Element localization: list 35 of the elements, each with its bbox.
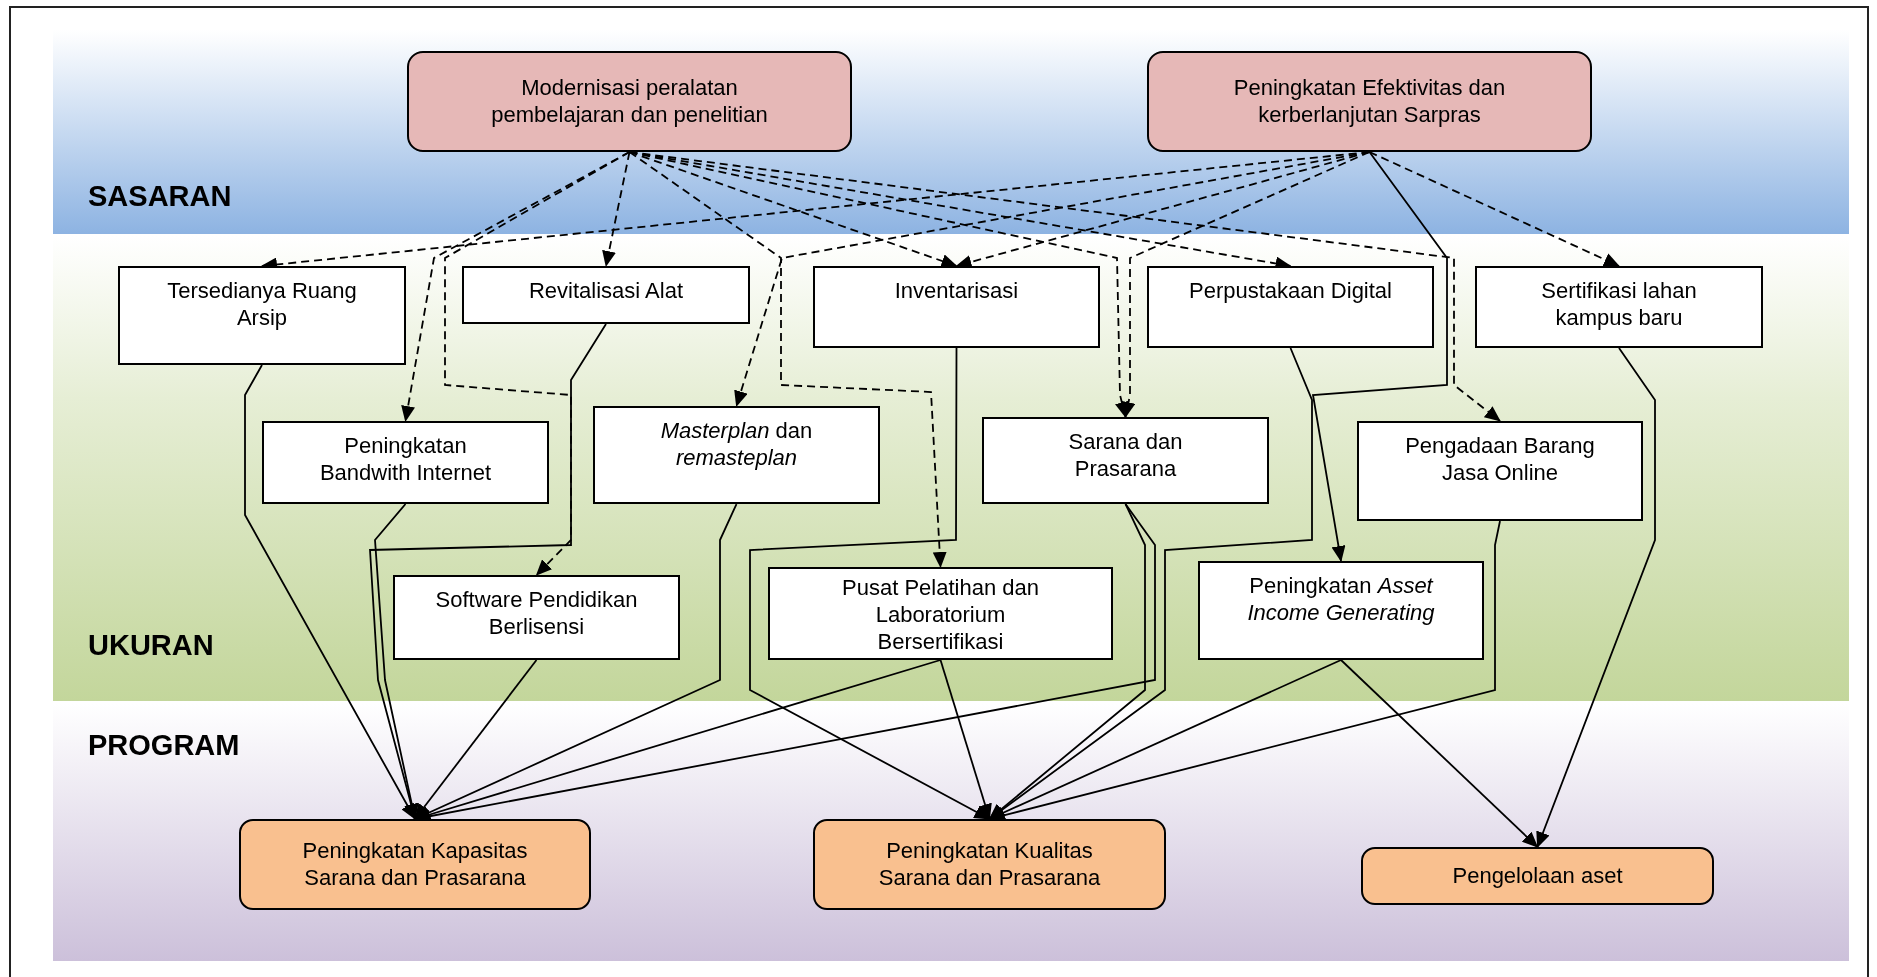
arrow: [244, 364, 416, 820]
arrow: [1311, 151, 1448, 562]
arrow: [749, 347, 991, 820]
indicator-box: Revitalisasi Alat: [462, 266, 750, 324]
arrow: [939, 659, 992, 820]
indicator-box: Inventarisasi: [813, 266, 1100, 348]
goal-box: Peningkatan Efektivitas dan kerberlanjutan Sarpras: [1147, 51, 1592, 152]
indicator-box: Pengadaan Barang Jasa Online: [1357, 421, 1643, 521]
program-box: Peningkatan Kapasitas Sarana dan Prasarana: [239, 819, 591, 910]
arrow: [628, 151, 958, 268]
indicator-box: Peningkatan Bandwith Internet: [262, 421, 549, 504]
indicator-box: Sertifikasi lahan kampus baru: [1475, 266, 1763, 348]
arrow: [414, 659, 538, 820]
program-box: Pengelolaan aset: [1361, 847, 1714, 905]
arrow: [369, 323, 607, 820]
arrow: [602, 151, 631, 267]
arrow: [628, 151, 947, 568]
arrow: [1536, 347, 1656, 848]
section-label: PROGRAM: [88, 729, 240, 762]
arrow: [444, 151, 631, 576]
indicator-box: Pusat Pelatihan dan Laboratorium Bersertifikasi: [768, 567, 1113, 660]
arrow: [988, 347, 1313, 820]
arrow: [1121, 151, 1371, 418]
indicator-box: Sarana dan Prasarana: [982, 417, 1269, 504]
indicator-box: Masterplan dan remasteplan: [593, 406, 880, 504]
section-label: SASARAN: [88, 180, 232, 213]
goal-box: Modernisasi peralatan pembelajaran dan penelitian: [407, 51, 852, 152]
program-box: Peningkatan Kualitas Sarana dan Prasarana: [813, 819, 1166, 910]
arrow: [1340, 659, 1539, 848]
section-label: UKURAN: [88, 629, 214, 662]
arrow: [1368, 151, 1620, 267]
indicator-box: Tersedianya Ruang Arsip: [118, 266, 406, 365]
indicator-box: Software Pendidikan Berlisensi: [393, 575, 680, 660]
indicator-box: Peningkatan Asset Income Generating: [1198, 561, 1484, 660]
indicator-box: Perpustakaan Digital: [1147, 266, 1434, 348]
